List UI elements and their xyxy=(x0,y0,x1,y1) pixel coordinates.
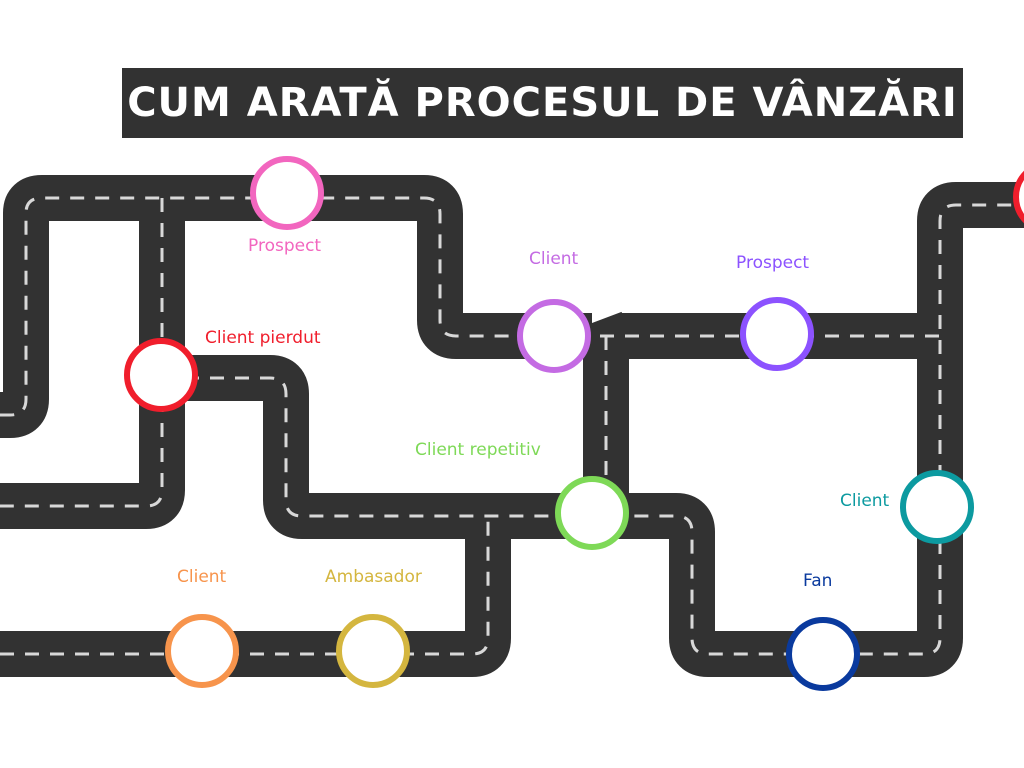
label-client-teal: Client xyxy=(840,491,890,511)
station-client-lilac xyxy=(517,299,591,373)
label-client-orange: Client xyxy=(177,567,227,587)
label-client-lost: Client pierdut xyxy=(205,328,321,348)
station-prospect-pink xyxy=(250,156,324,230)
label-ambassador: Ambasador xyxy=(325,567,422,587)
station-edge-red xyxy=(1013,170,1024,224)
station-fan xyxy=(786,617,860,691)
label-client-lilac: Client xyxy=(529,249,579,269)
title-banner: CUM ARATĂ PROCESUL DE VÂNZĂRI xyxy=(122,68,963,138)
label-fan: Fan xyxy=(803,571,833,591)
station-client-repeat xyxy=(555,476,629,550)
page-title: CUM ARATĂ PROCESUL DE VÂNZĂRI xyxy=(127,80,958,126)
label-prospect-violet: Prospect xyxy=(736,253,810,273)
station-prospect-violet xyxy=(740,297,814,371)
station-client-teal xyxy=(900,470,974,544)
label-prospect-pink: Prospect xyxy=(248,236,322,256)
station-ambassador xyxy=(336,614,410,688)
station-client-orange xyxy=(165,614,239,688)
label-client-repeat: Client repetitiv xyxy=(415,440,541,460)
station-client-lost xyxy=(124,338,198,412)
